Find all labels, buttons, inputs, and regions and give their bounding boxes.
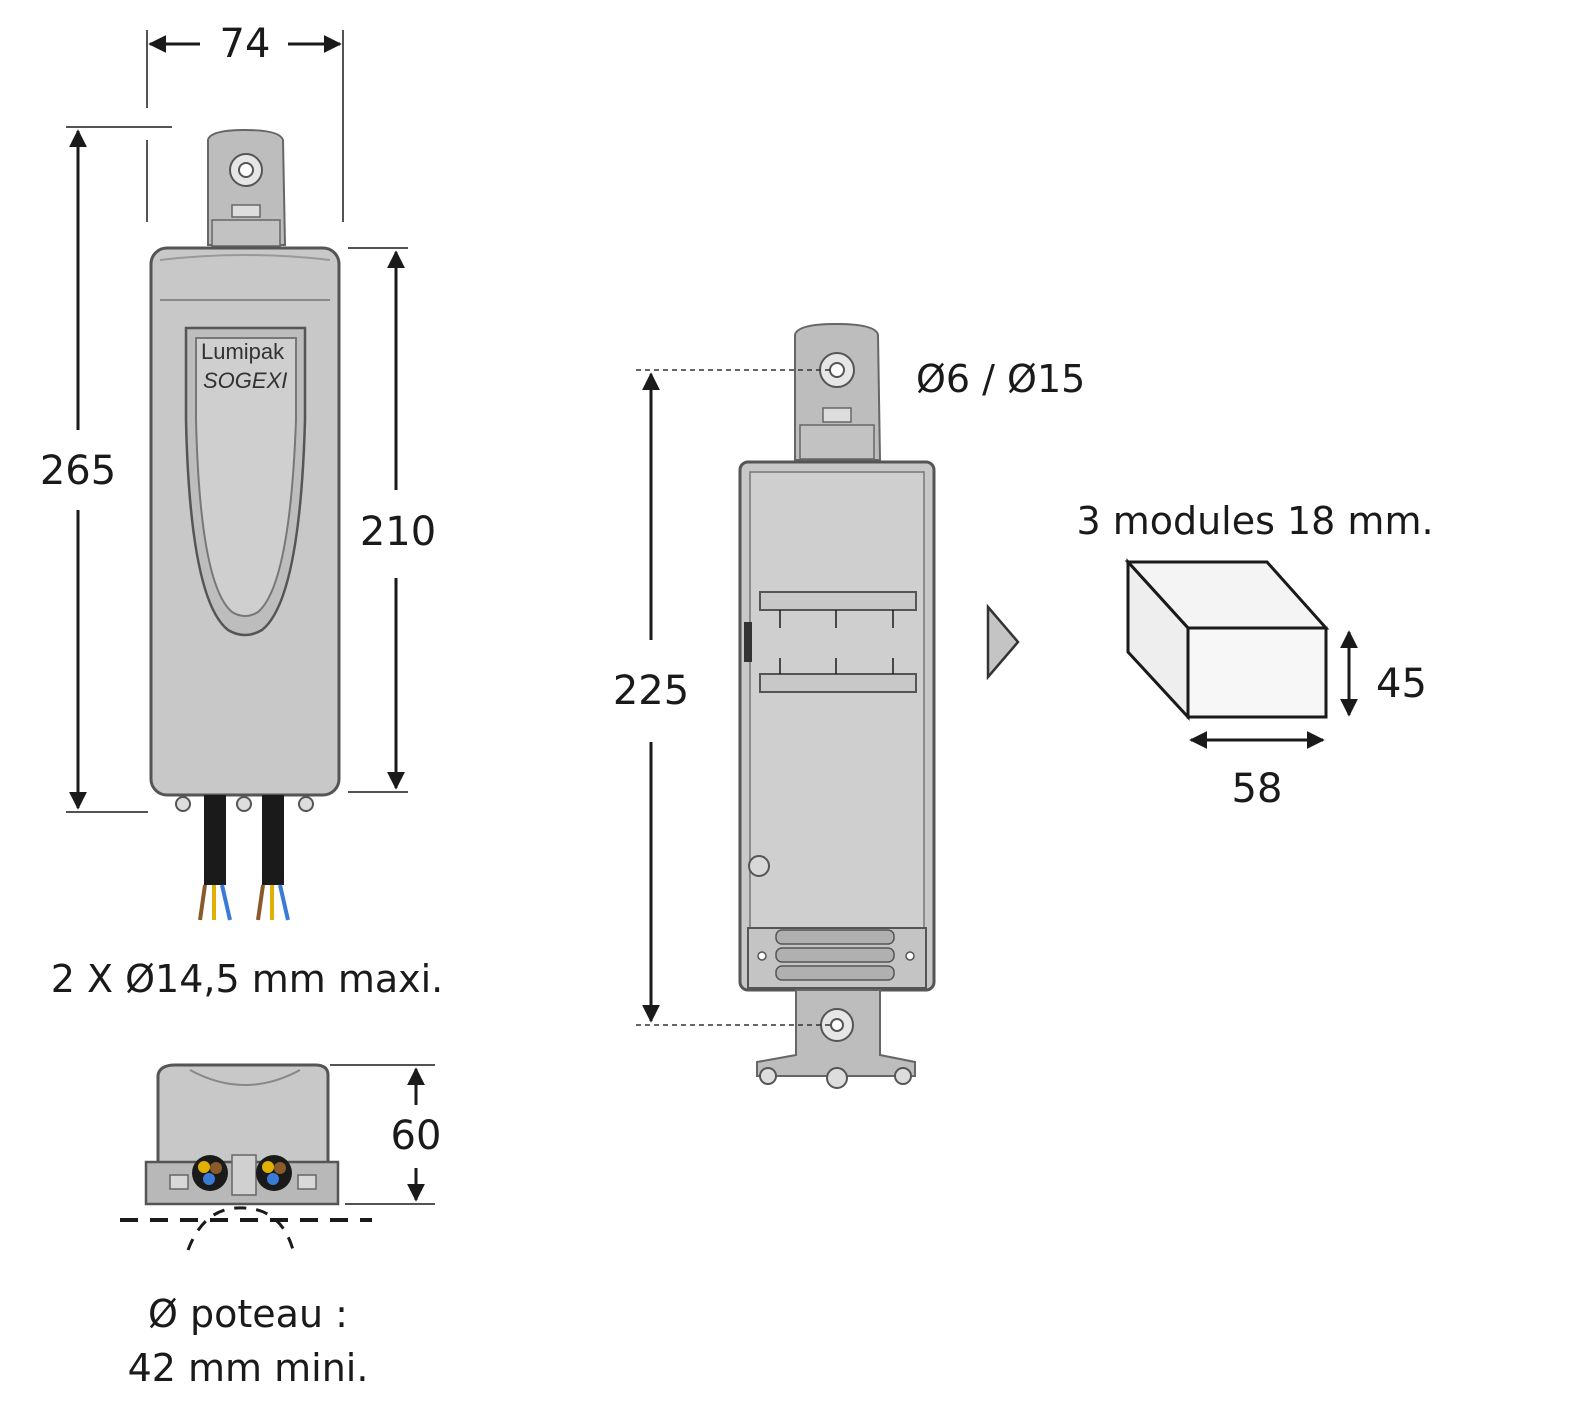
dim-width-top: 74 xyxy=(220,21,271,67)
side-view: 60 Ø poteau : 42 mm mini. xyxy=(120,1063,442,1390)
brand-sub: SOGEXI xyxy=(203,368,287,393)
side-housing xyxy=(156,1063,330,1167)
cable-spec-label: 2 X Ø14,5 mm maxi. xyxy=(51,957,444,1001)
dim-height-body: 210 xyxy=(360,509,436,555)
cable-entry-left xyxy=(192,1155,228,1191)
din-rail-upper xyxy=(759,591,917,611)
cables xyxy=(198,795,290,921)
module-box: 3 modules 18 mm. 45 58 xyxy=(1076,499,1433,812)
pole-dashed-arc xyxy=(186,1206,297,1259)
bottom-lugs xyxy=(175,796,314,812)
hole-diameter-label: Ø6 / Ø15 xyxy=(916,357,1085,401)
dim-module-width: 58 xyxy=(1232,766,1283,812)
dim-height-total: 265 xyxy=(40,448,116,494)
top-fixing-tab xyxy=(207,128,287,246)
front-view: Lumipak SOGEXI 74 265 xyxy=(40,21,443,1001)
pole-label-line1: Ø poteau : xyxy=(148,1292,348,1336)
dim-height-side: 60 xyxy=(391,1113,442,1159)
rear-view: 225 Ø6 / Ø15 xyxy=(613,322,1085,1089)
brand-name: Lumipak xyxy=(201,339,285,364)
modules-label: 3 modules 18 mm. xyxy=(1076,499,1433,543)
module-box-front xyxy=(1186,626,1328,719)
pointer-arrow-icon xyxy=(986,603,1020,681)
pole-label-line2: 42 mm mini. xyxy=(128,1346,369,1390)
cable-entry-right xyxy=(256,1155,292,1191)
dim-module-height: 45 xyxy=(1376,661,1427,707)
din-rail-lower xyxy=(759,673,917,693)
dim-fixing-distance: 225 xyxy=(613,668,689,714)
